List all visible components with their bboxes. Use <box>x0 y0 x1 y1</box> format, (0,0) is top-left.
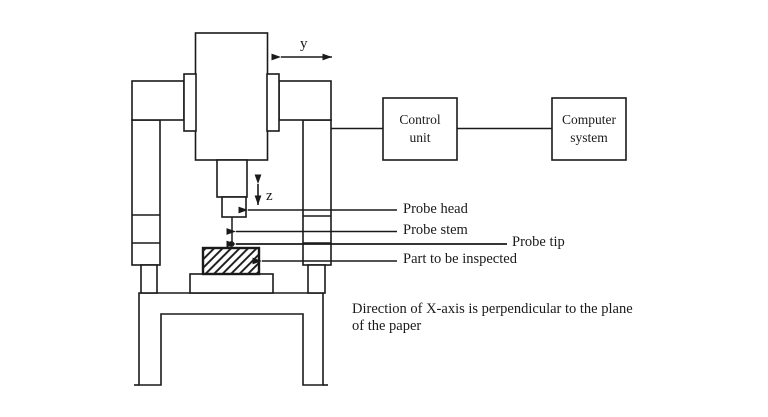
spindle-column <box>194 32 269 161</box>
left-foot <box>140 264 158 294</box>
left-clamp <box>183 73 197 132</box>
inspected-part <box>201 246 261 276</box>
x-axis-note: Direction of X-axis is perpendicular to … <box>352 301 633 335</box>
probe-stem-label: Probe stem <box>403 222 468 238</box>
z-axis-label: z <box>266 188 273 204</box>
beam-left <box>131 80 185 121</box>
control-unit-box <box>382 97 458 161</box>
computer-system-box <box>551 97 627 161</box>
x-axis-note-line1: Direction of X-axis is perpendicular to … <box>352 301 633 317</box>
right-clamp <box>266 73 280 132</box>
control-unit-label-line1: Control <box>399 112 441 128</box>
part-label: Part to be inspected <box>403 251 517 267</box>
base-table <box>138 292 324 386</box>
probe-tip-label: Probe tip <box>512 234 565 250</box>
probe-tip-dot <box>228 241 235 247</box>
control-unit-label-line2: unit <box>409 130 431 145</box>
beam-right <box>278 80 332 121</box>
computer-system-label-line1: Computer <box>562 112 616 128</box>
control-unit-label: Control unit <box>383 98 457 160</box>
computer-system-label: Computer system <box>552 98 626 160</box>
probe-head <box>221 196 247 218</box>
x-axis-note-line2: of the paper <box>352 318 422 334</box>
y-axis-label: y <box>300 36 308 52</box>
computer-system-label-line2: system <box>570 130 608 145</box>
worktable-platform <box>189 273 274 294</box>
probe-head-label: Probe head <box>403 201 468 217</box>
left-leg <box>131 119 161 266</box>
right-foot <box>307 264 326 294</box>
quill <box>216 159 248 198</box>
